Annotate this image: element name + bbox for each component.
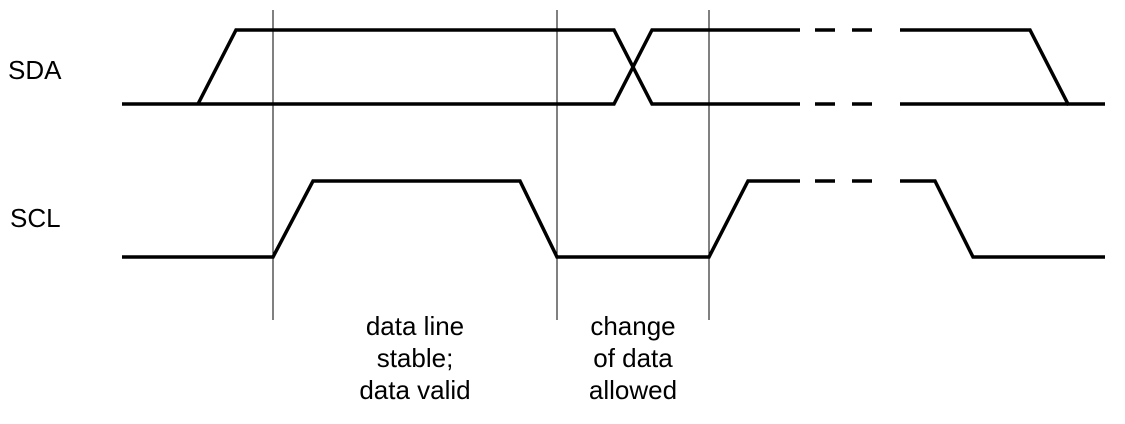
sda-waveform-low — [122, 28, 800, 106]
annotation-line: data line — [365, 311, 465, 341]
scl-waveform-end — [900, 179, 1105, 259]
annotation-line: data valid — [359, 375, 471, 405]
annotation-line: allowed — [588, 375, 678, 405]
sda-waveform-high — [196, 28, 800, 106]
change-annotation: change of data allowed — [533, 310, 733, 406]
annotation-line: of data — [593, 343, 673, 373]
sda-label: SDA — [8, 55, 62, 85]
annotation-line: change — [590, 311, 676, 341]
stable-annotation: data line stable; data valid — [315, 310, 515, 406]
scl-waveform — [122, 179, 800, 259]
annotation-line: stable; — [376, 343, 454, 373]
sda-waveform-end — [900, 28, 1105, 106]
scl-label: SCL — [10, 203, 61, 233]
